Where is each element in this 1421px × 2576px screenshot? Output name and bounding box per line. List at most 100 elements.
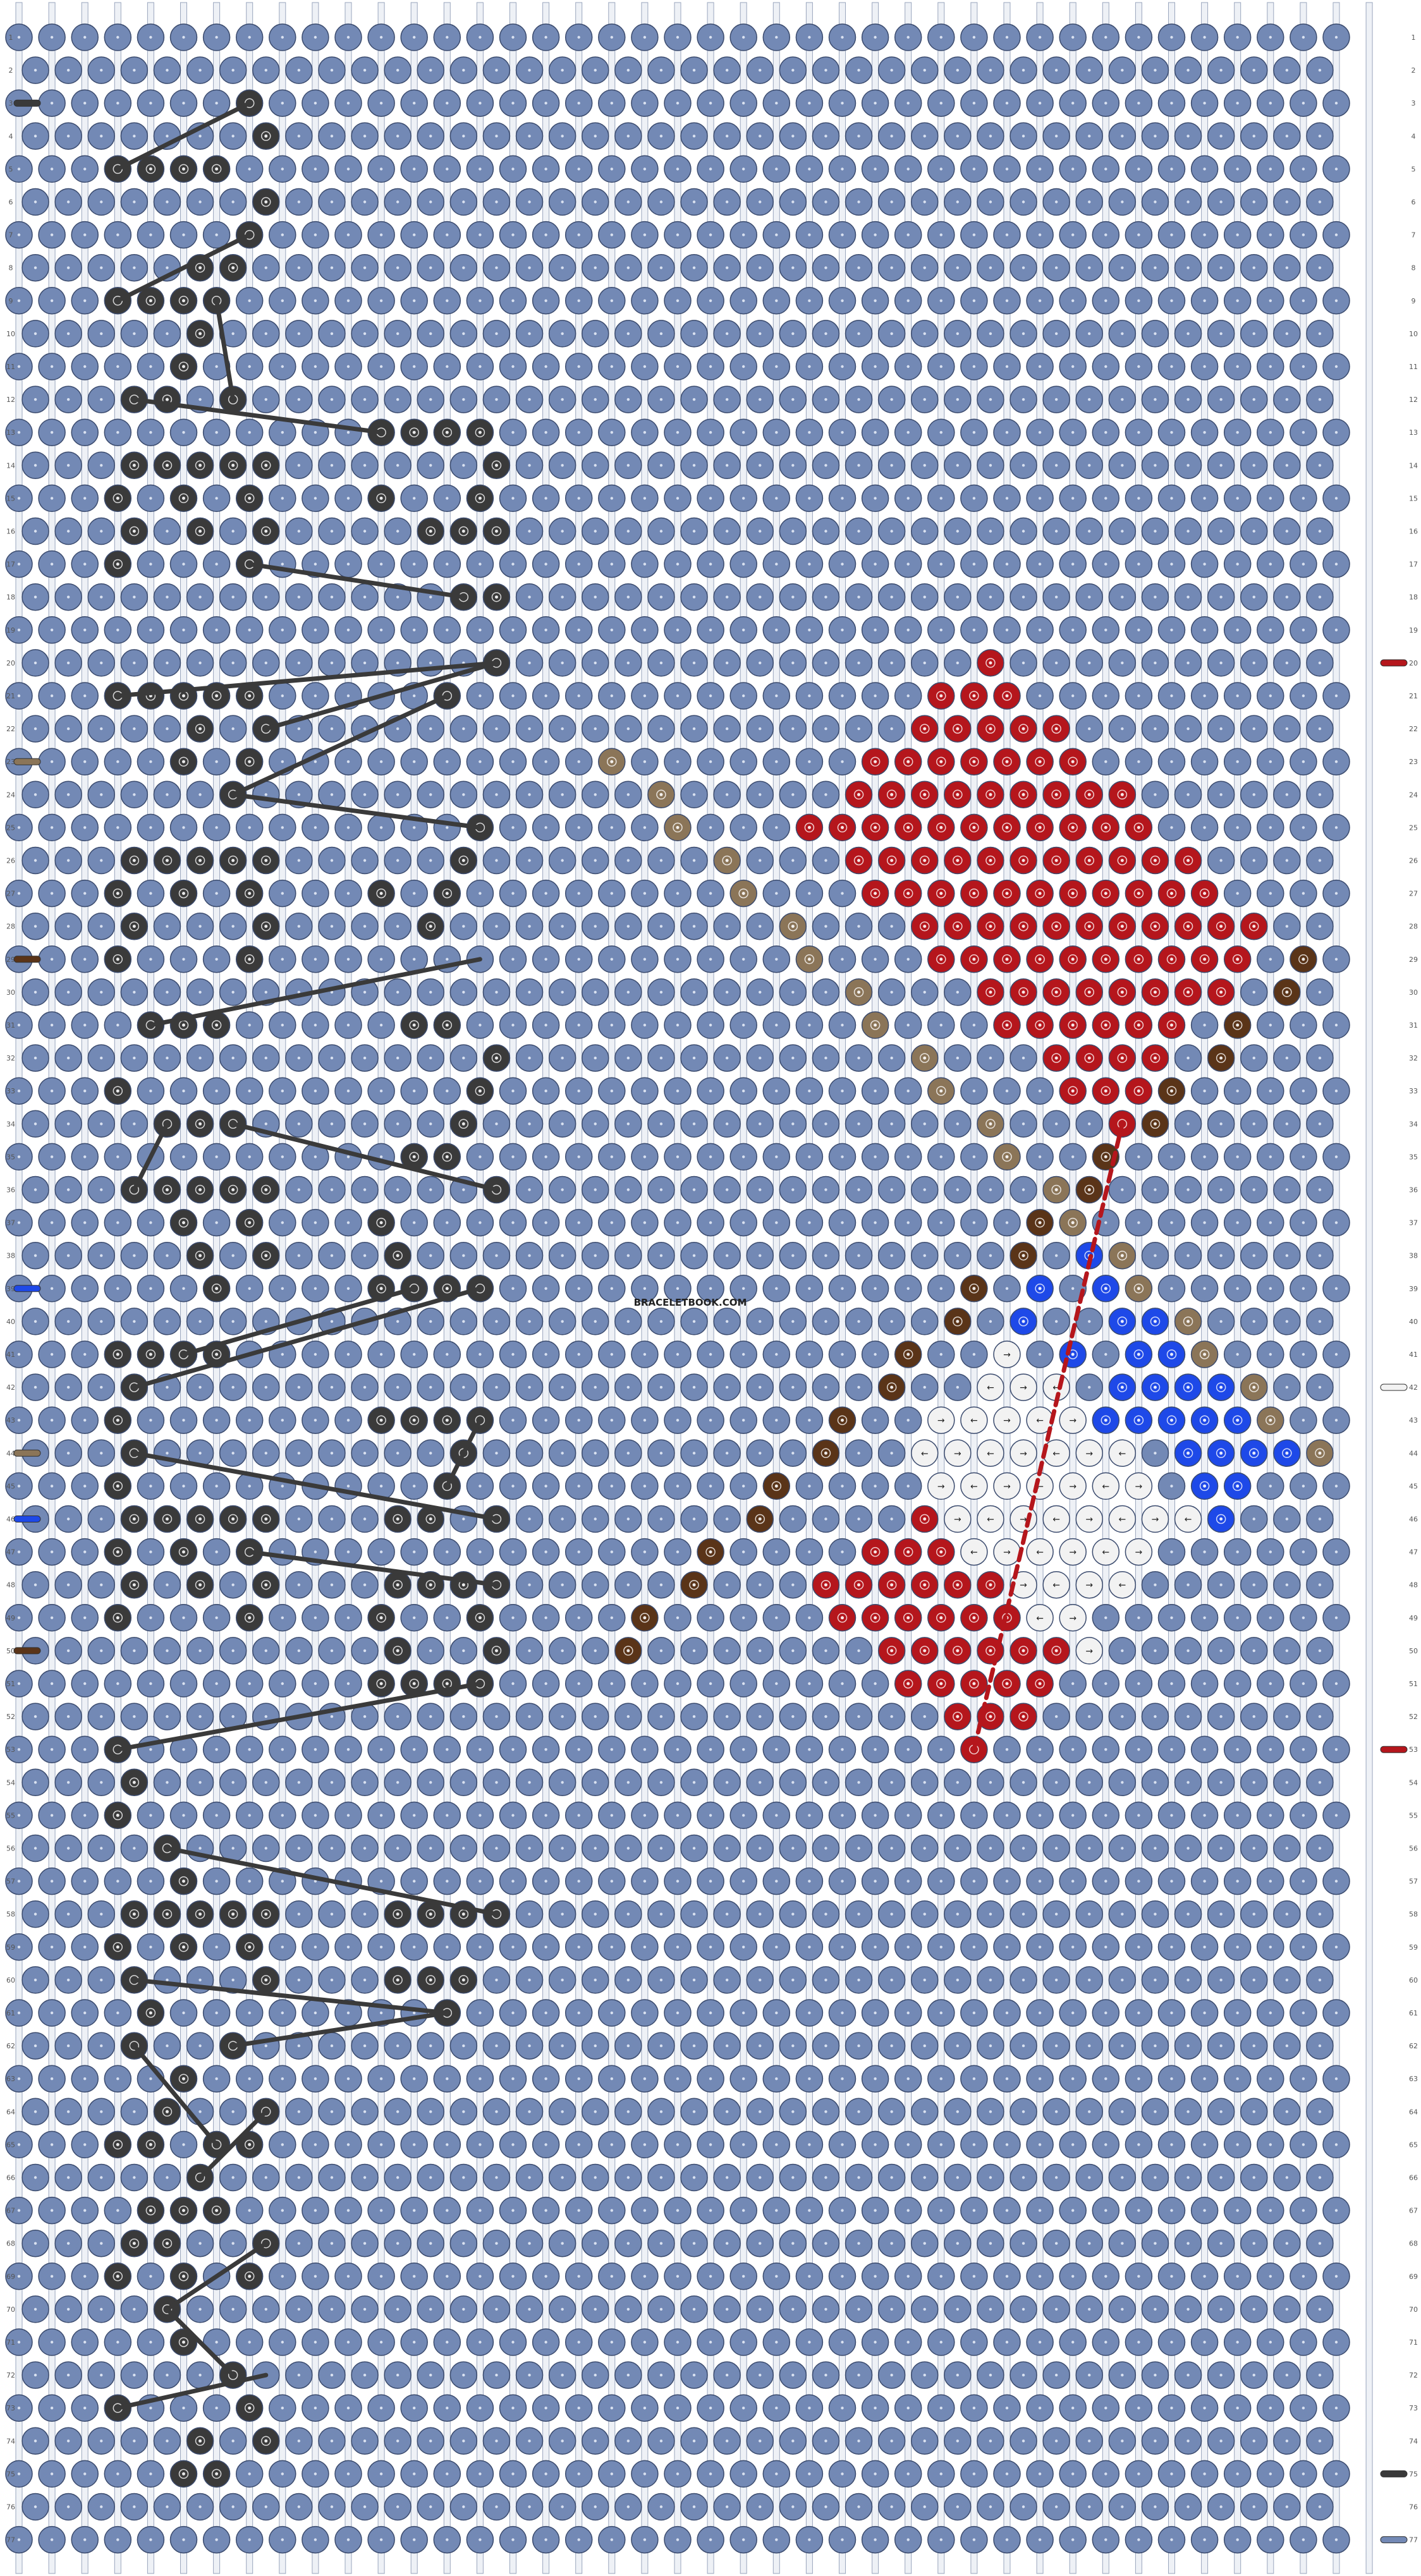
knot (202, 1999, 231, 2027)
knot (631, 682, 659, 710)
knot (927, 1275, 955, 1303)
knot (977, 2229, 1004, 2257)
knot-brown (1075, 1176, 1103, 1204)
knot (38, 1011, 66, 1039)
knot (697, 418, 724, 446)
knot (1174, 1176, 1202, 1204)
knot (779, 386, 807, 413)
knot (795, 1867, 824, 1895)
knot (1290, 2263, 1317, 2290)
knot (21, 517, 49, 545)
knot (1240, 1110, 1268, 1138)
knot (104, 2525, 132, 2554)
knot (186, 2032, 214, 2060)
knot (285, 2361, 313, 2389)
knot (235, 1670, 264, 1698)
row-label-right: 35 (1409, 1153, 1418, 1161)
knot (598, 1538, 626, 1566)
row-label-left: 63 (6, 2075, 15, 2083)
knot (729, 2394, 757, 2422)
knot (548, 1900, 576, 1928)
row-label-right: 45 (1409, 1482, 1418, 1490)
knot (828, 1275, 857, 1303)
knot (779, 781, 807, 809)
knot (269, 1999, 296, 2027)
knot (746, 649, 774, 677)
thread-marker-white (1380, 1383, 1408, 1391)
knot (927, 1801, 955, 1830)
knot (960, 1011, 988, 1039)
knot (417, 1703, 444, 1730)
knot (169, 2394, 198, 2422)
knot (515, 2229, 544, 2257)
knot (779, 451, 807, 480)
knot (1059, 484, 1087, 513)
row-label-right: 18 (1409, 593, 1418, 602)
knot (1042, 1703, 1070, 1730)
knot (71, 945, 99, 973)
knot (631, 2525, 659, 2554)
knot (499, 813, 527, 842)
knot-white: ← (1026, 1472, 1054, 1500)
knot (252, 1768, 280, 1797)
knot (548, 451, 576, 480)
knot (993, 1208, 1021, 1237)
knot (1257, 1340, 1284, 1368)
knot (664, 2130, 692, 2159)
knot (1092, 89, 1120, 117)
row-label-right: 11 (1409, 363, 1418, 371)
row-label-right: 23 (1409, 758, 1418, 766)
knot-black (104, 1472, 132, 1500)
knot (351, 56, 379, 84)
knot (779, 1176, 807, 1204)
knot (664, 1275, 692, 1303)
knot (1290, 418, 1317, 446)
knot (845, 1439, 873, 1467)
knot (911, 1966, 939, 1994)
knot (944, 2295, 972, 2323)
knot (812, 2032, 840, 2060)
knot (1026, 23, 1054, 51)
knot-black (384, 1900, 412, 1928)
knot (795, 1406, 824, 1434)
knot (713, 1505, 741, 1533)
knot (680, 56, 708, 84)
knot (269, 2460, 296, 2488)
knot (219, 1439, 247, 1467)
knot (1322, 1801, 1350, 1830)
knot (367, 1801, 395, 1830)
row-label-left: 67 (6, 2207, 15, 2215)
knot (318, 583, 346, 611)
knot (433, 1867, 461, 1895)
knot (269, 1538, 296, 1566)
knot-black (367, 1670, 395, 1698)
knot (762, 2460, 791, 2488)
row-label-right: 56 (1409, 1845, 1418, 1853)
knot (582, 1176, 609, 1204)
knot (762, 1801, 791, 1830)
knot (38, 2065, 66, 2093)
knot (548, 1308, 576, 1335)
knot (861, 1472, 889, 1500)
knot-brown (1009, 1241, 1037, 1270)
knot (1075, 649, 1103, 677)
knot (384, 2032, 412, 2060)
knot (367, 89, 395, 117)
knot (1059, 353, 1087, 380)
knot (713, 2032, 741, 2060)
knot (1125, 2263, 1153, 2290)
knot (417, 2361, 444, 2389)
knot (417, 846, 444, 875)
knot (351, 1900, 379, 1928)
knot-red (1141, 978, 1169, 1006)
knot (334, 2525, 362, 2554)
knot (631, 2196, 659, 2225)
knot (400, 2394, 428, 2422)
knot (1322, 1011, 1350, 1039)
knot (1322, 484, 1350, 513)
knot (861, 1340, 889, 1368)
knot (532, 89, 560, 117)
knot-red (1190, 945, 1219, 973)
knot (367, 2460, 395, 2488)
knot (762, 1670, 791, 1698)
